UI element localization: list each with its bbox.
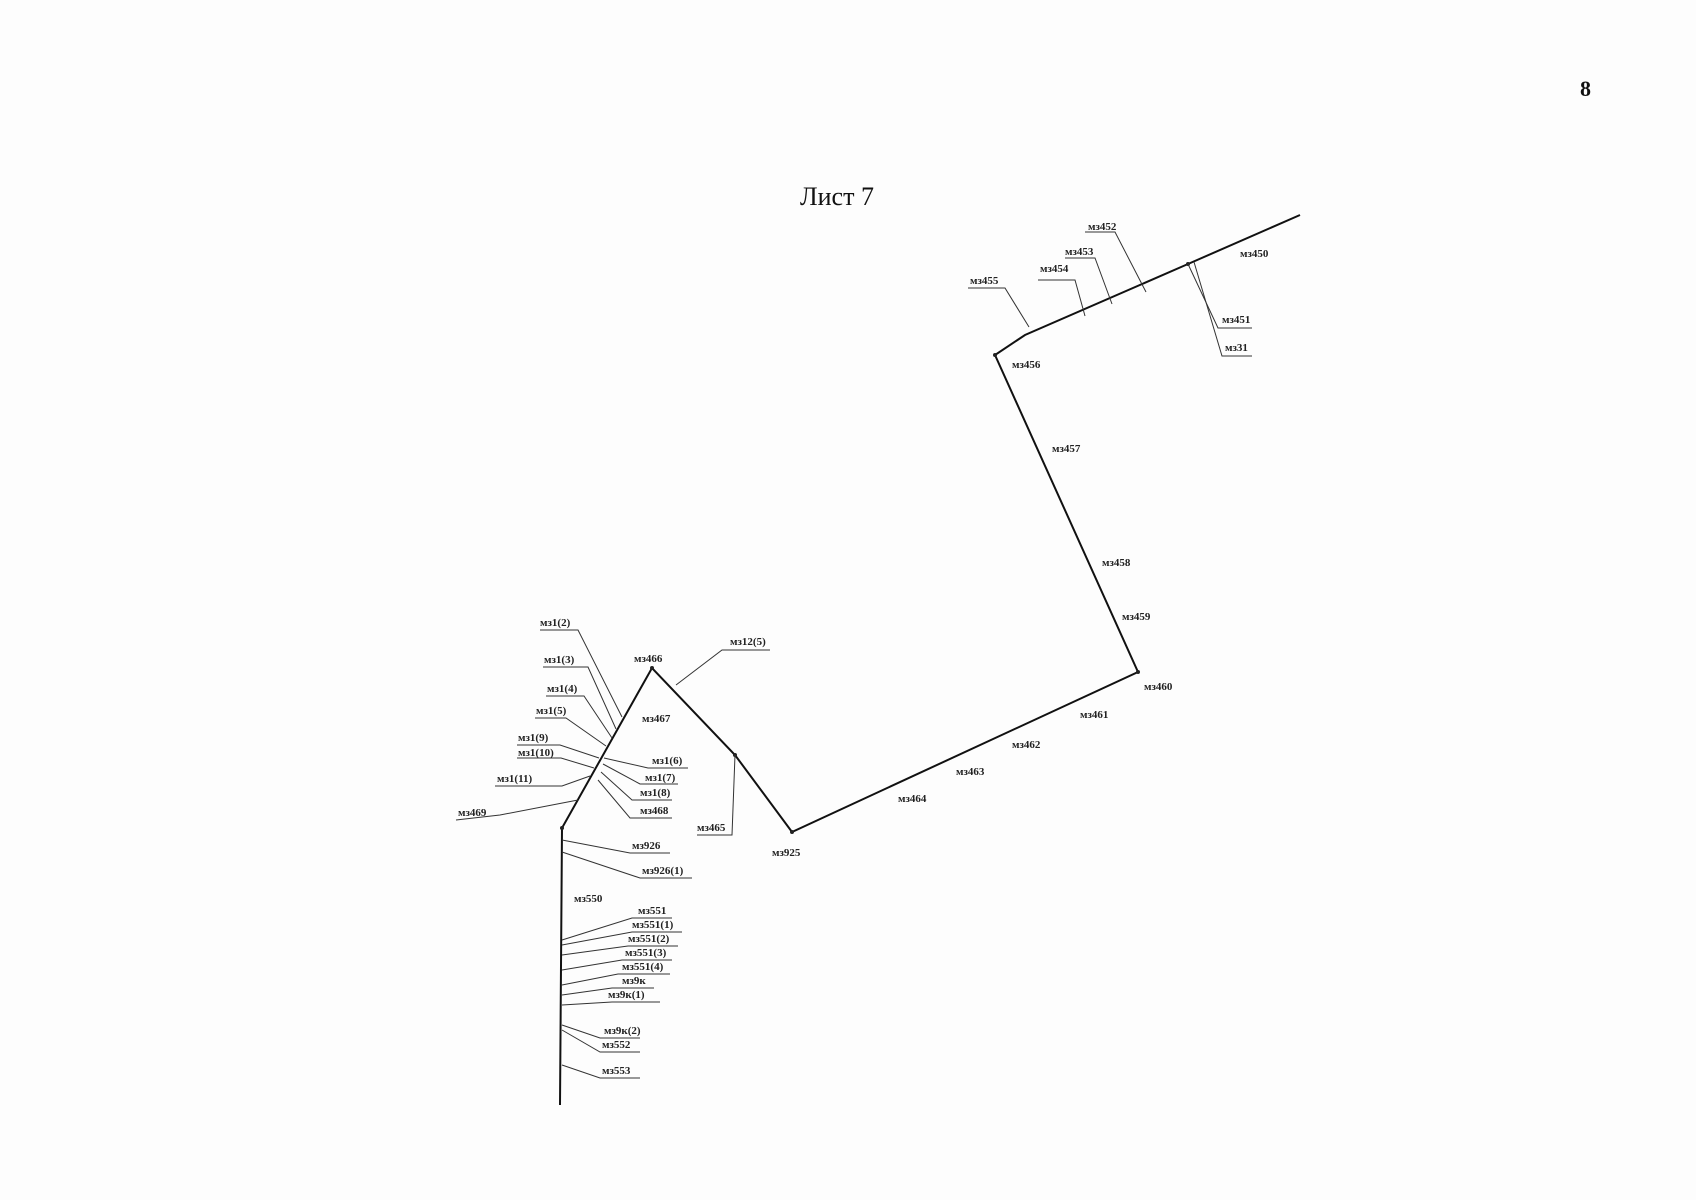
label-mz458: мз458	[1102, 557, 1131, 569]
label-mz1-10: мз1(10)	[518, 747, 554, 759]
label-mz31: мз31	[1225, 342, 1248, 354]
label-mz551-4: мз551(4)	[622, 961, 664, 973]
label-mz468: мз468	[640, 805, 669, 817]
sheet-title: Лист 7	[800, 182, 874, 211]
route-line	[559, 214, 1301, 1106]
label-mz462: мз462	[1012, 739, 1041, 751]
label-mz1-11: мз1(11)	[497, 773, 532, 785]
label-mz1-5: мз1(5)	[536, 705, 567, 717]
label-mz466: мз466	[634, 653, 663, 665]
label-mz926: мз926	[632, 840, 661, 852]
label-mz455: мз455	[970, 275, 999, 287]
label-mz926-1: мз926(1)	[642, 865, 684, 877]
label-mz9k: мз9к	[622, 975, 646, 987]
leaders-left	[455, 629, 688, 821]
label-mz465: мз465	[697, 822, 726, 834]
label-mz550: мз550	[574, 893, 603, 905]
label-mz1-8: мз1(8)	[640, 787, 671, 799]
label-mz1-4: мз1(4)	[547, 683, 578, 695]
label-mz451: мз451	[1222, 314, 1250, 326]
label-mz1-9: мз1(9)	[518, 732, 549, 744]
label-mz1-6: мз1(6)	[652, 755, 683, 767]
label-mz452: мз452	[1088, 221, 1117, 233]
label-mz551-1: мз551(1)	[632, 919, 674, 931]
label-mz1-7: мз1(7)	[645, 772, 676, 784]
label-mz552: мз552	[602, 1039, 631, 1051]
label-mz453: мз453	[1065, 246, 1094, 258]
label-mz9k-2: мз9к(2)	[604, 1025, 641, 1037]
label-mz460: мз460	[1144, 681, 1173, 693]
label-mz553: мз553	[602, 1065, 631, 1077]
label-mz450: мз450	[1240, 248, 1269, 260]
label-mz9k-1: мз9к(1)	[608, 989, 645, 1001]
label-mz551: мз551	[638, 905, 666, 917]
label-mz464: мз464	[898, 793, 927, 805]
label-mz461: мз461	[1080, 709, 1108, 721]
label-mz1-2: мз1(2)	[540, 617, 571, 629]
leaders-bottom	[561, 839, 692, 1079]
label-mz459: мз459	[1122, 611, 1151, 623]
label-mz454: мз454	[1040, 263, 1069, 275]
route-vertices	[560, 262, 1190, 834]
label-mz456: мз456	[1012, 359, 1041, 371]
label-mz457: мз457	[1052, 443, 1081, 455]
label-mz1-3: мз1(3)	[544, 654, 575, 666]
label-mz463: мз463	[956, 766, 985, 778]
label-mz469: мз469	[458, 807, 487, 819]
label-mz551-3: мз551(3)	[625, 947, 667, 959]
label-mz551-2: мз551(2)	[628, 933, 670, 945]
page-number: 8	[1580, 76, 1591, 101]
label-mz12-5: мз12(5)	[730, 636, 766, 648]
label-mz467: мз467	[642, 713, 671, 725]
label-mz925: мз925	[772, 847, 801, 859]
leaders-top-right	[675, 231, 1252, 836]
